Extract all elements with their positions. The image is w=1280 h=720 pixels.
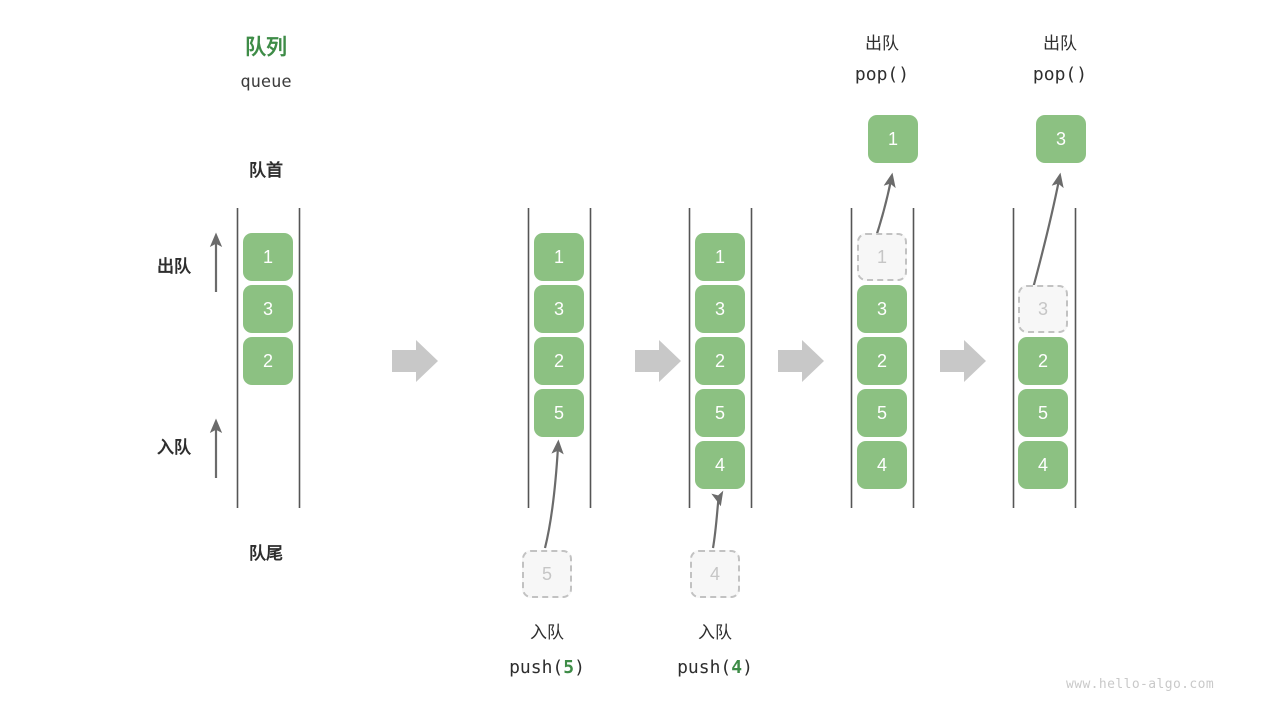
queue-cell-new: 4 [695,441,745,489]
step-caption-cn-push-5: 入队 [530,623,564,642]
caption-code-prefix: push( [677,657,732,678]
push-motion-arrows [543,439,724,549]
step-header-cn-pop-1: 出队 [865,34,899,53]
queue-cell: 4 [1018,441,1068,489]
dequeue-direction-label: 出队 [157,257,191,276]
queue-cell: 2 [243,337,293,385]
enqueue-direction-label: 入队 [157,438,191,457]
incoming-ghost-cell: 4 [690,550,740,598]
queue-head-label: 队首 [249,161,283,180]
caption-code-suffix: ) [574,657,585,678]
popped-cell: 1 [868,115,918,163]
queue-cell: 3 [534,285,584,333]
caption-code-value: 4 [731,657,743,678]
queue-cell: 3 [695,285,745,333]
page-subtitle: queue [240,72,292,92]
caption-code-prefix: push( [509,657,564,678]
popped-cell: 3 [1036,115,1086,163]
queue-cell: 3 [243,285,293,333]
queue-cell: 4 [857,441,907,489]
step-header-cn-pop-3: 出队 [1043,34,1077,53]
step-header-code-pop-1: pop() [854,64,910,85]
queue-cell: 2 [857,337,907,385]
queue-cell: 3 [857,285,907,333]
page-title: 队列 [245,36,287,59]
step-caption-code-push-5: push(5) [477,656,617,680]
queue-cell: 2 [695,337,745,385]
caption-code-suffix: ) [742,657,753,678]
queue-cell: 5 [695,389,745,437]
queue-cell-new: 5 [534,389,584,437]
outgoing-ghost-cell: 1 [857,233,907,281]
queue-cell: 2 [534,337,584,385]
incoming-ghost-cell: 5 [522,550,572,598]
queue-cell: 5 [1018,389,1068,437]
queue-rails [236,208,1077,508]
step-caption-cn-push-4: 入队 [698,623,732,642]
queue-tail-label: 队尾 [249,544,283,563]
step-caption-code-push-4: push(4) [645,656,785,680]
caption-code-value: 5 [563,657,575,678]
queue-cell: 1 [243,233,293,281]
queue-cell: 1 [534,233,584,281]
step-header-code-pop-3: pop() [1032,64,1088,85]
queue-cell: 5 [857,389,907,437]
outgoing-ghost-cell: 3 [1018,285,1068,333]
site-watermark: www.hello-algo.com [1066,677,1215,692]
queue-cell: 2 [1018,337,1068,385]
queue-cell: 1 [695,233,745,281]
